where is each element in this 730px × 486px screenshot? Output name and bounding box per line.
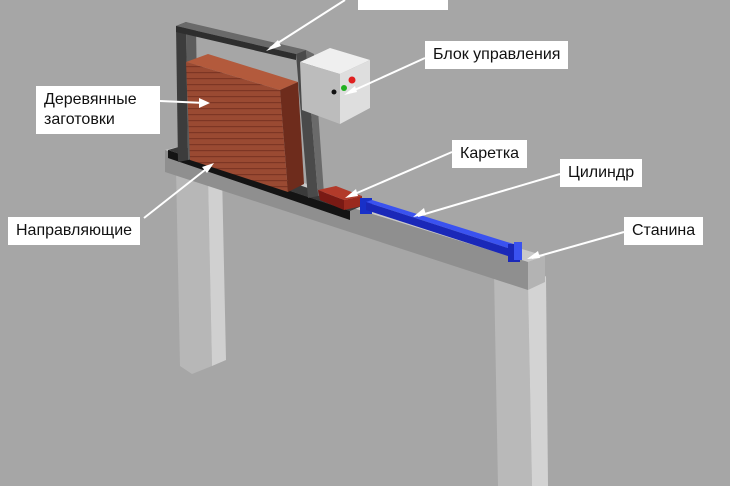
black-button-icon xyxy=(331,89,337,95)
frame-label xyxy=(358,0,448,10)
hydraulic-cylinder xyxy=(360,198,522,262)
right-leg xyxy=(494,272,548,486)
red-button-icon xyxy=(348,76,356,84)
wood-blanks-label-line-1: Деревянные xyxy=(44,91,137,108)
guides-label: Направляющие xyxy=(8,217,141,245)
bed-label: Станина xyxy=(624,217,704,245)
carriage-label: Каретка xyxy=(452,140,528,168)
cylinder-label: Цилиндр xyxy=(560,159,643,187)
wood-blanks-label-line-2: заготовки xyxy=(44,111,115,128)
carriage-block xyxy=(318,186,362,210)
wood-blanks-label: Деревянные заготовки xyxy=(36,86,160,134)
control-unit-label: Блок управления xyxy=(425,41,569,69)
control-box xyxy=(300,48,370,124)
annotation-arrows xyxy=(143,0,625,259)
left-leg xyxy=(176,168,226,374)
green-button-icon xyxy=(341,85,347,91)
wood-blanks-stack xyxy=(186,54,304,192)
